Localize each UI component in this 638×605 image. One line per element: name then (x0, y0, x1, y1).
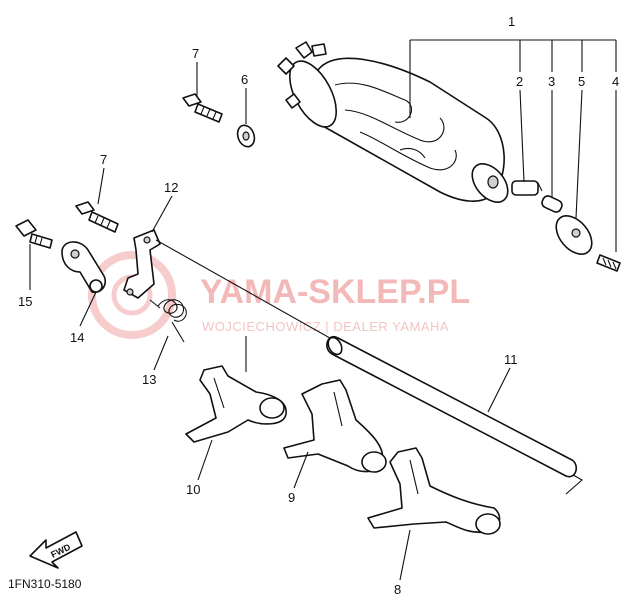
callout-7-lower: 7 (100, 152, 107, 167)
bolt-upper-7 (182, 93, 223, 123)
shift-drum (277, 41, 509, 203)
callout-5: 5 (578, 74, 585, 89)
callout-8: 8 (394, 582, 401, 597)
washer-part-6 (236, 124, 256, 148)
watermark-brand: YAMA-SKLEP.PL (200, 273, 470, 311)
drum-end-parts (511, 180, 621, 272)
shift-fork-9 (283, 379, 387, 473)
watermark: YAMA-SKLEP.PL WOJCIECHOWICZ | DEALER YAM… (88, 251, 470, 339)
fwd-arrow-icon: FWD (29, 531, 83, 569)
callout-11: 11 (504, 352, 518, 367)
fork-shaft-11 (326, 335, 578, 478)
callout-3: 3 (548, 74, 555, 89)
callout-7-upper: 7 (192, 46, 199, 61)
leader-lines (29, 39, 617, 581)
watermark-dealer: WOJCIECHOWICZ | DEALER YAMAHA (202, 319, 449, 334)
pin-part-3 (541, 195, 563, 213)
callout-15: 15 (18, 294, 32, 309)
callout-9: 9 (288, 490, 295, 505)
callout-2: 2 (516, 74, 523, 89)
callout-14: 14 (70, 330, 84, 345)
torsion-spring-13 (149, 299, 187, 343)
callout-12: 12 (164, 180, 178, 195)
stopper-lever-14 (61, 241, 107, 294)
screw-part-4 (596, 254, 621, 272)
callout-6: 6 (241, 72, 248, 87)
callout-1: 1 (508, 14, 515, 29)
bracket-part-12 (123, 229, 161, 299)
callouts: 1 2 3 5 4 7 6 7 12 15 14 13 11 10 9 8 (18, 14, 619, 597)
shift-fork-10 (185, 365, 287, 443)
plate-part-5 (555, 215, 593, 255)
watermark-logo (88, 251, 176, 339)
diagram-code: 1FN310-5180 (8, 577, 82, 591)
assembly-line (155, 239, 583, 495)
bolt-lower-7 (75, 201, 119, 233)
callout-4: 4 (612, 74, 619, 89)
callout-13: 13 (142, 372, 156, 387)
shift-fork-8 (367, 447, 501, 535)
spring-part-2 (511, 180, 543, 196)
callout-10: 10 (186, 482, 200, 497)
bolt-part-15 (15, 219, 53, 249)
